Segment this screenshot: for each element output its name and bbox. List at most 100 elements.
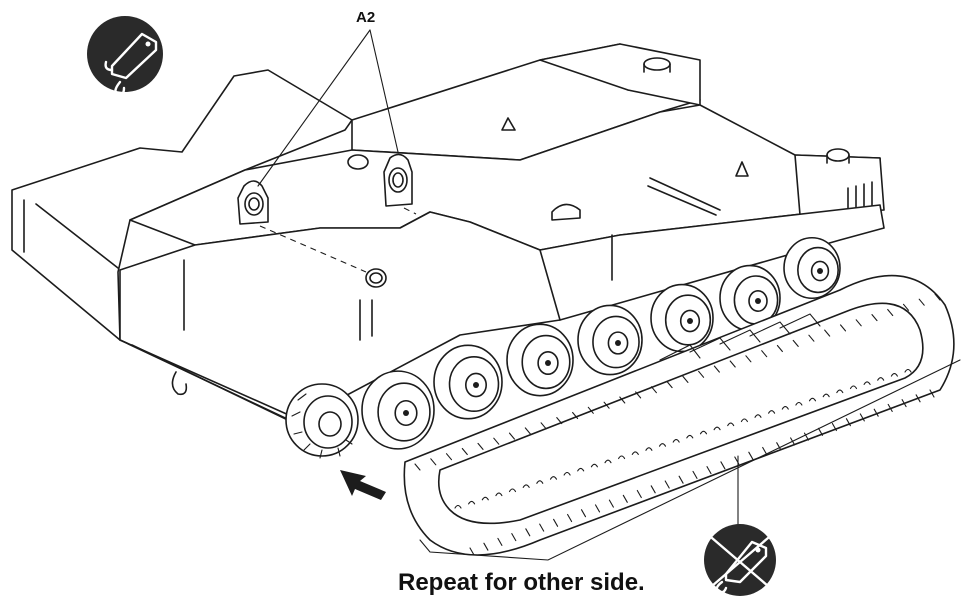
drive-sprocket — [285, 383, 359, 459]
tread-tooth — [887, 308, 894, 317]
road-wheel-set — [361, 236, 841, 450]
tread-tooth — [855, 319, 862, 327]
tread-tooth — [493, 437, 500, 445]
tread-tooth — [792, 339, 799, 347]
tread-tooth — [713, 365, 720, 373]
tread-tooth — [525, 528, 531, 537]
track-link-assembly — [403, 274, 961, 561]
tread-guide — [495, 492, 503, 497]
tread-tooth — [635, 391, 642, 399]
tread-tooth — [608, 499, 614, 508]
tread-tooth — [553, 518, 559, 527]
tread-guide — [658, 443, 667, 447]
tread-guide — [836, 389, 844, 394]
tread-tooth — [594, 504, 601, 513]
tread-guide — [522, 484, 530, 488]
tread-guide — [672, 439, 680, 443]
tread-tooth — [915, 394, 921, 403]
tread-tooth — [678, 475, 684, 484]
tread-tooth — [682, 375, 689, 383]
tread-tooth — [497, 537, 503, 546]
tread-tooth — [929, 389, 935, 398]
direction-arrow — [340, 470, 386, 500]
tread-tooth — [831, 422, 837, 432]
track-tread-teeth — [414, 293, 941, 556]
road-wheel — [433, 344, 503, 420]
tread-tooth — [524, 427, 531, 435]
tread-tooth — [572, 411, 579, 420]
tread-tooth — [414, 463, 421, 471]
tread-guide — [822, 393, 830, 398]
road-wheel — [577, 304, 643, 376]
tread-guide — [481, 496, 489, 501]
tread-tooth — [729, 360, 736, 368]
tread-tooth — [762, 446, 768, 456]
tread-tooth — [824, 329, 831, 337]
tread-guide — [795, 401, 803, 406]
tread-tooth — [567, 513, 573, 523]
tread-guide — [890, 373, 898, 377]
tread-guide — [618, 455, 626, 460]
tread-tooth — [720, 461, 726, 470]
tread-tooth — [483, 542, 489, 551]
tread-guide — [768, 410, 776, 414]
tread-tooth — [776, 442, 782, 451]
tread-tooth — [619, 396, 626, 404]
no-glue-icon — [704, 524, 776, 596]
tread-tooth — [692, 470, 698, 479]
part-a2-right — [383, 153, 413, 207]
tread-tooth — [650, 386, 657, 394]
tread-tooth — [706, 466, 712, 475]
callout-leader — [257, 29, 371, 187]
tread-tooth — [817, 427, 824, 436]
tread-tooth — [580, 509, 587, 518]
road-wheel — [650, 283, 714, 353]
tread-tooth — [871, 314, 878, 322]
tread-tooth — [748, 451, 754, 460]
tread-guide — [645, 447, 653, 451]
tread-tooth — [664, 480, 670, 489]
tread-guide — [849, 385, 858, 390]
tread-tooth — [477, 442, 484, 450]
tread-tooth — [808, 334, 815, 342]
tread-guide — [563, 471, 571, 476]
tread-guide — [754, 414, 762, 418]
tread-guide — [549, 476, 558, 480]
placement-guide — [259, 225, 367, 273]
tread-guide — [604, 459, 612, 464]
tread-tooth — [445, 453, 453, 461]
tread-guide — [508, 488, 517, 493]
tread-guide — [781, 406, 789, 410]
tread-guide — [631, 451, 639, 455]
tread-tooth — [918, 298, 925, 306]
road-wheel — [506, 323, 574, 397]
tread-tooth — [902, 303, 910, 311]
tread-tooth — [698, 370, 705, 378]
repeat-instruction: Repeat for other side. — [398, 569, 645, 596]
tread-tooth — [540, 422, 547, 430]
tread-guide — [740, 418, 748, 423]
tread-guide — [727, 422, 735, 427]
tread-tooth — [461, 447, 468, 456]
tread-guide — [699, 430, 708, 435]
tread-tooth — [508, 432, 516, 440]
tread-tooth — [934, 293, 941, 301]
part-a2-left — [237, 180, 269, 225]
hull-body — [11, 43, 885, 426]
tread-tooth — [636, 489, 642, 499]
tread-tooth — [603, 401, 610, 409]
tread-tooth — [776, 344, 783, 353]
tread-tooth — [469, 547, 475, 556]
tread-guide — [686, 434, 694, 439]
tread-tooth — [556, 417, 563, 425]
tread-guide — [577, 467, 585, 472]
tread-tooth — [873, 408, 879, 417]
road-wheel — [719, 264, 781, 332]
tread-guide — [468, 500, 476, 505]
mount-point — [347, 154, 387, 288]
tread-guide — [808, 397, 817, 402]
tread-guide — [590, 463, 598, 468]
callout-leader — [369, 29, 399, 153]
tread-tooth — [859, 413, 865, 422]
tread-guide — [904, 368, 912, 373]
